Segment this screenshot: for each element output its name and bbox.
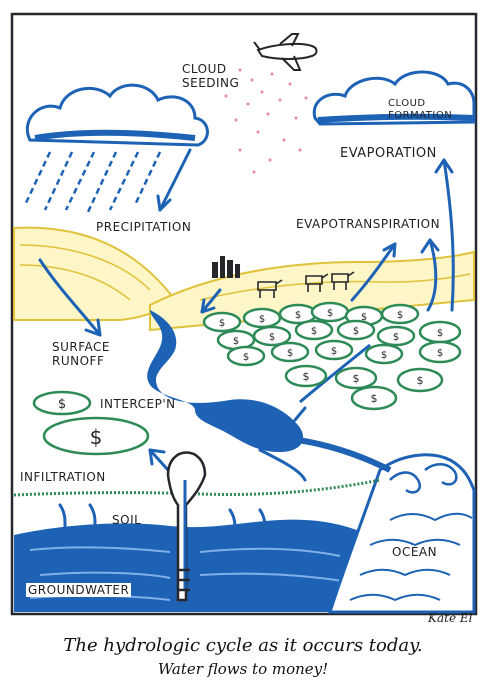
dollar-sign: $ xyxy=(259,314,265,325)
runoff-arrow xyxy=(38,258,102,337)
diagram-frame xyxy=(10,12,478,616)
money-ellipse xyxy=(32,301,462,456)
dollar-sign: $ xyxy=(437,348,443,359)
label-surface-runoff: SURFACE RUNOFF xyxy=(52,340,110,368)
dollar-sign: $ xyxy=(233,336,239,347)
dollar-sign: $ xyxy=(219,318,225,329)
well-icon xyxy=(166,451,207,602)
evaporation-arrow xyxy=(442,158,455,312)
dollar-sign: $ xyxy=(287,348,293,359)
dollar-sign: $ xyxy=(311,326,317,337)
label-cloud-formation: CLOUD FORMATION xyxy=(388,98,453,121)
cloud-seeding-dots xyxy=(224,68,308,174)
flow-arrows xyxy=(38,148,455,547)
dollar-sign: $ xyxy=(393,332,399,343)
label-evapotranspiration: EVAPOTRANSPIRATION xyxy=(296,217,441,231)
label-groundwater: GROUNDWATER xyxy=(26,583,132,597)
label-interception: INTERCEP'N xyxy=(100,397,176,411)
cattle-icon xyxy=(257,271,355,298)
label-cloud-seeding: CLOUD SEEDING xyxy=(182,62,240,90)
formation-cloud xyxy=(312,70,476,126)
dollar-sign: $ xyxy=(243,352,249,363)
dollar-sign: $ xyxy=(331,346,337,357)
dollar-sign: $ xyxy=(417,374,424,387)
rain-streaks xyxy=(23,151,162,213)
label-precipitation: PRECIPITATION xyxy=(96,220,192,234)
dollar-sign: $ xyxy=(371,392,378,405)
precipitation-arrow xyxy=(158,148,192,212)
label-evaporation: EVAPORATION xyxy=(340,146,437,161)
caption-line-1: The hydrologic cycle as it occurs today. xyxy=(63,635,423,656)
river xyxy=(147,310,304,452)
dollar-sign: $ xyxy=(269,332,275,343)
dollar-sign: $ xyxy=(353,372,360,385)
dollar-sign: $ xyxy=(353,326,359,337)
dollar-sign: $ xyxy=(437,328,443,339)
dollar-sign: $ xyxy=(397,310,403,321)
dollar-sign: $ xyxy=(361,312,367,323)
dollar-sign: $ xyxy=(58,397,66,412)
airplane-icon xyxy=(253,33,318,71)
well-arrow xyxy=(148,448,170,472)
groundwater-layer xyxy=(14,519,380,612)
dollar-sign: $ xyxy=(90,425,103,449)
dollar-sign: $ xyxy=(295,310,301,321)
left-hill xyxy=(13,226,177,321)
label-ocean: OCEAN xyxy=(392,545,438,559)
caption-line-2: Water flows to money! xyxy=(157,660,329,678)
grass-line xyxy=(13,478,381,497)
evapotranspiration-arrow xyxy=(426,238,438,312)
label-infiltration: INFILTRATION xyxy=(20,470,106,484)
artist-signature: Kate El xyxy=(428,611,473,625)
right-hill xyxy=(149,250,475,332)
city-icon xyxy=(212,256,240,278)
money-symbols: $ $ $ $ $ $ $ $ $ $ $ $ $ $ $ $ $ $ $ $ … xyxy=(58,308,443,449)
money-fields xyxy=(32,301,462,456)
rain-cloud xyxy=(25,83,209,147)
dollar-sign: $ xyxy=(327,308,333,319)
dollar-sign: $ xyxy=(381,350,387,361)
dollar-sign: $ xyxy=(303,370,310,383)
label-soil: SOIL xyxy=(112,513,142,527)
